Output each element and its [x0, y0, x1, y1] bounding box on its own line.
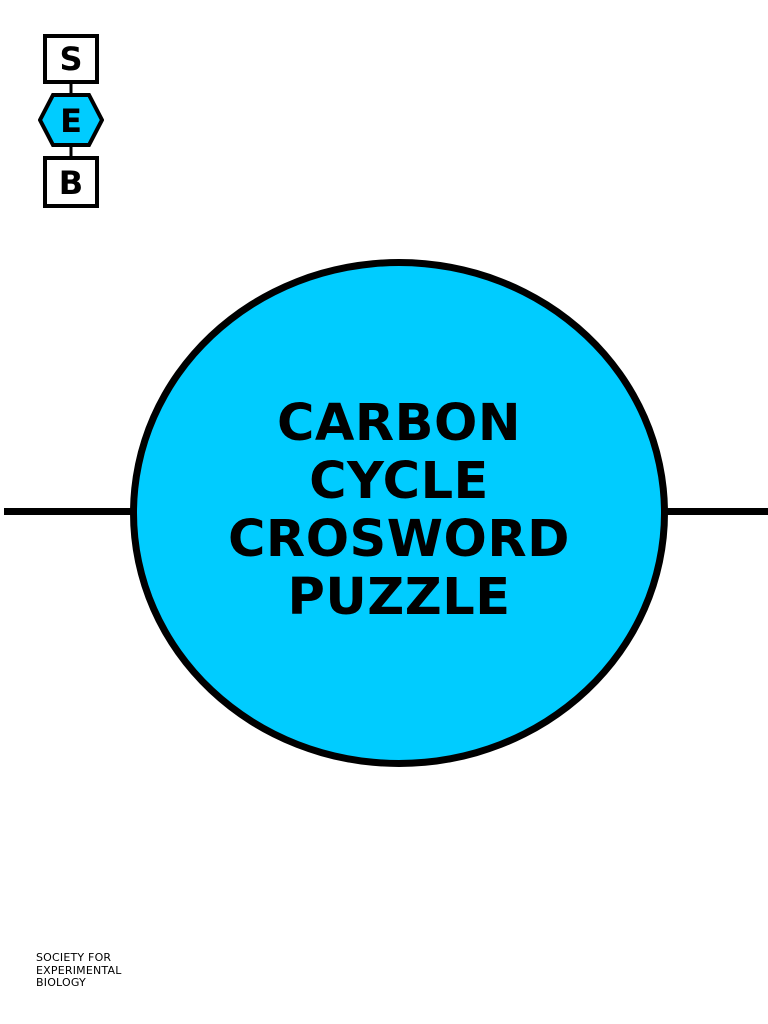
organization-line: BIOLOGY: [36, 976, 86, 989]
organization-line: EXPERIMENTAL: [36, 963, 122, 977]
seb-logo: S E B: [38, 34, 104, 210]
organization-name: SOCIETY FOR EXPERIMENTAL BIOLOGY: [36, 951, 122, 990]
title-line: CROSWORD: [228, 510, 570, 569]
title-line: CYCLE: [309, 452, 489, 511]
logo-letter-e: E: [60, 102, 82, 140]
logo-square-b: [43, 156, 99, 208]
horizontal-line-right: [660, 508, 768, 515]
title-circle: CARBON CYCLE CROSWORD PUZZLE: [130, 259, 668, 767]
title-line: PUZZLE: [287, 568, 511, 627]
horizontal-line-left: [4, 508, 138, 515]
title-line: CARBON: [276, 394, 522, 453]
page-title: CARBON CYCLE CROSWORD PUZZLE: [228, 395, 570, 627]
logo-hexagon-e: [38, 93, 104, 147]
organization-line: SOCIETY FOR: [36, 951, 112, 964]
logo-square-s: [43, 34, 99, 84]
logo-letter-s: S: [59, 40, 82, 78]
logo-letter-b: B: [59, 164, 83, 202]
